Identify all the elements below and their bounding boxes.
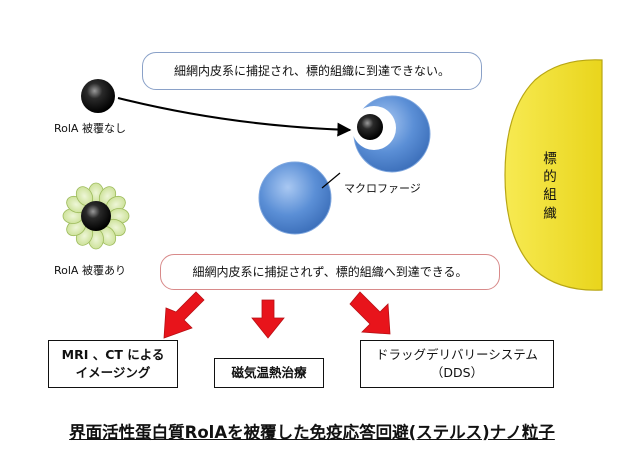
coated-particle xyxy=(62,182,130,250)
callout-coated: 細網内皮系に捕捉されず、標的組織へ到達できる。 xyxy=(160,254,500,290)
engulfed-particle xyxy=(357,114,383,140)
hyperthermia-label: 磁気温熱治療 xyxy=(231,364,307,380)
arrow-to-hyperthermia xyxy=(251,299,285,339)
macrophage-label: マクロファージ xyxy=(344,182,421,195)
target-tissue-shape xyxy=(504,59,603,291)
capture-arrow xyxy=(117,97,352,137)
target-tissue-label: 標的組織 xyxy=(543,151,557,222)
callout-coated-text: 細網内皮系に捕捉されず、標的組織へ到達できる。 xyxy=(192,265,468,279)
macrophage-leader xyxy=(321,172,341,189)
imaging-line2: イメージング xyxy=(75,365,151,380)
imaging-line1: MRI 、CT による xyxy=(61,346,165,362)
figure-caption: 界面活性蛋白質RolAを被覆した免疫応答回避(ステルス)ナノ粒子 xyxy=(69,423,555,442)
arrow-to-dds xyxy=(349,291,391,335)
dds-line1: ドラッグデリバリーシステム xyxy=(376,346,538,362)
uncoated-particle xyxy=(81,79,115,113)
imaging-box: MRI 、CT による イメージング xyxy=(48,340,178,388)
uncoated-label: RolA 被覆なし xyxy=(54,122,126,135)
dds-box: ドラッグデリバリーシステム （DDS） xyxy=(360,340,554,388)
dds-line2: （DDS） xyxy=(430,365,484,380)
arrow-to-imaging xyxy=(163,291,205,339)
callout-uncoated: 細網内皮系に捕捉され、標的組織に到達できない。 xyxy=(142,52,482,90)
macrophage-lower xyxy=(258,161,332,235)
callout-uncoated-text: 細網内皮系に捕捉され、標的組織に到達できない。 xyxy=(173,64,451,78)
hyperthermia-box: 磁気温熱治療 xyxy=(214,358,324,388)
coated-label: RolA 被覆あり xyxy=(54,264,126,277)
